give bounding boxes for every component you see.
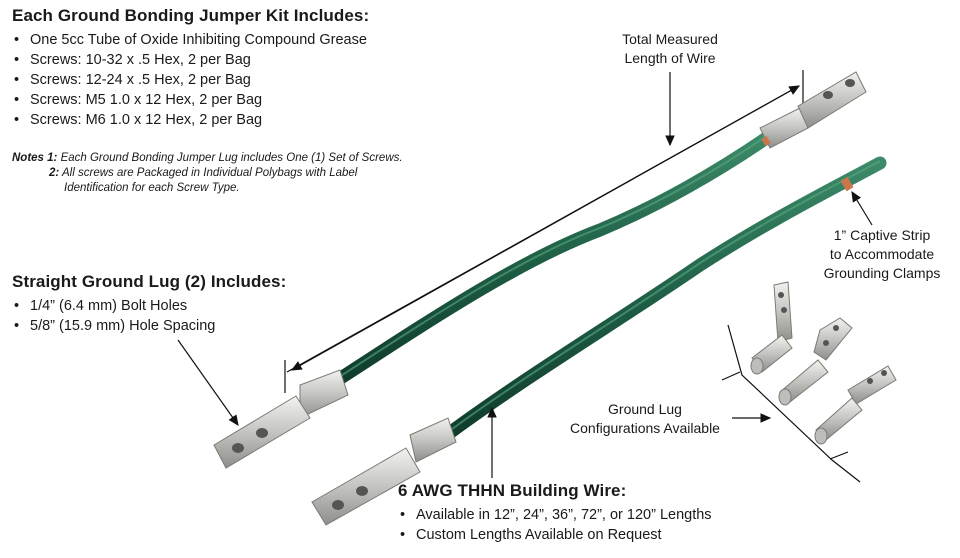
lug-config-straight — [814, 365, 897, 445]
callout-line: Grounding Clamps — [823, 265, 941, 281]
straight-lug-right-upper — [759, 71, 867, 149]
lug-configurations — [721, 281, 897, 483]
list-item: 1/4” (6.4 mm) Bolt Holes — [12, 296, 286, 316]
list-item: 5/8” (15.9 mm) Hole Spacing — [12, 316, 286, 336]
note-1: Notes 1: Each Ground Bonding Jumper Lug … — [12, 151, 452, 166]
note-2: 2: All screws are Packaged in Individual… — [12, 166, 452, 181]
callout-line: Length of Wire — [624, 50, 716, 66]
note-2-label: 2: — [49, 167, 60, 179]
jumper-wire-lower — [311, 156, 887, 526]
lug-list: 1/4” (6.4 mm) Bolt Holes 5/8” (15.9 mm) … — [12, 296, 286, 336]
callout-line: 1” Captive Strip — [833, 227, 931, 243]
lug-config-90-degree — [750, 281, 793, 375]
captive-strip-callout: 1” Captive Strip to Accommodate Groundin… — [812, 226, 952, 283]
notes-section: Notes 1: Each Ground Bonding Jumper Lug … — [12, 151, 452, 196]
lug-title: Straight Ground Lug (2) Includes: — [12, 272, 287, 291]
list-item: Custom Lengths Available on Request — [398, 525, 712, 545]
note-2-line-1: All screws are Packaged in Individual Po… — [62, 167, 358, 179]
arrow-straight-lug — [177, 339, 239, 426]
callout-line: Configurations Available — [570, 420, 720, 436]
lug-contents-section: Straight Ground Lug (2) Includes: 1/4” (… — [12, 272, 286, 336]
list-item: Screws: 10-32 x .5 Hex, 2 per Bag — [12, 50, 369, 70]
callout-line: Total Measured — [622, 31, 718, 47]
arrow-captive-strip — [851, 190, 873, 226]
note-1-label: Notes 1: — [12, 152, 58, 164]
jumper-wire-upper — [213, 71, 867, 469]
captive-strip — [840, 176, 854, 192]
wire-info-section: 6 AWG THHN Building Wire: Available in 1… — [398, 481, 712, 545]
list-item: Screws: 12-24 x .5 Hex, 2 per Bag — [12, 70, 369, 90]
callout-line: to Accommodate — [829, 246, 935, 262]
straight-lug-left-upper — [213, 369, 349, 469]
straight-lug-lower — [311, 417, 457, 526]
kit-list: One 5cc Tube of Oxide Inhibiting Compoun… — [12, 30, 369, 130]
lug-config-45-degree — [778, 317, 853, 406]
total-length-callout: Total Measured Length of Wire — [610, 30, 730, 68]
kit-contents-section: Each Ground Bonding Jumper Kit Includes:… — [12, 6, 369, 130]
kit-title: Each Ground Bonding Jumper Kit Includes: — [12, 6, 370, 25]
note-1-text: Each Ground Bonding Jumper Lug includes … — [60, 152, 403, 164]
wire-title: 6 AWG THHN Building Wire: — [398, 481, 627, 500]
wire-list: Available in 12”, 24”, 36”, 72”, or 120”… — [398, 505, 712, 545]
note-2-line-2: Identification for each Screw Type. — [64, 182, 240, 194]
list-item: One 5cc Tube of Oxide Inhibiting Compoun… — [12, 30, 369, 50]
lug-config-callout: Ground Lug Configurations Available — [550, 400, 740, 438]
length-dimension-line — [284, 70, 804, 393]
list-item: Available in 12”, 24”, 36”, 72”, or 120”… — [398, 505, 712, 525]
list-item: Screws: M5 1.0 x 12 Hex, 2 per Bag — [12, 90, 369, 110]
list-item: Screws: M6 1.0 x 12 Hex, 2 per Bag — [12, 110, 369, 130]
callout-line: Ground Lug — [608, 401, 682, 417]
